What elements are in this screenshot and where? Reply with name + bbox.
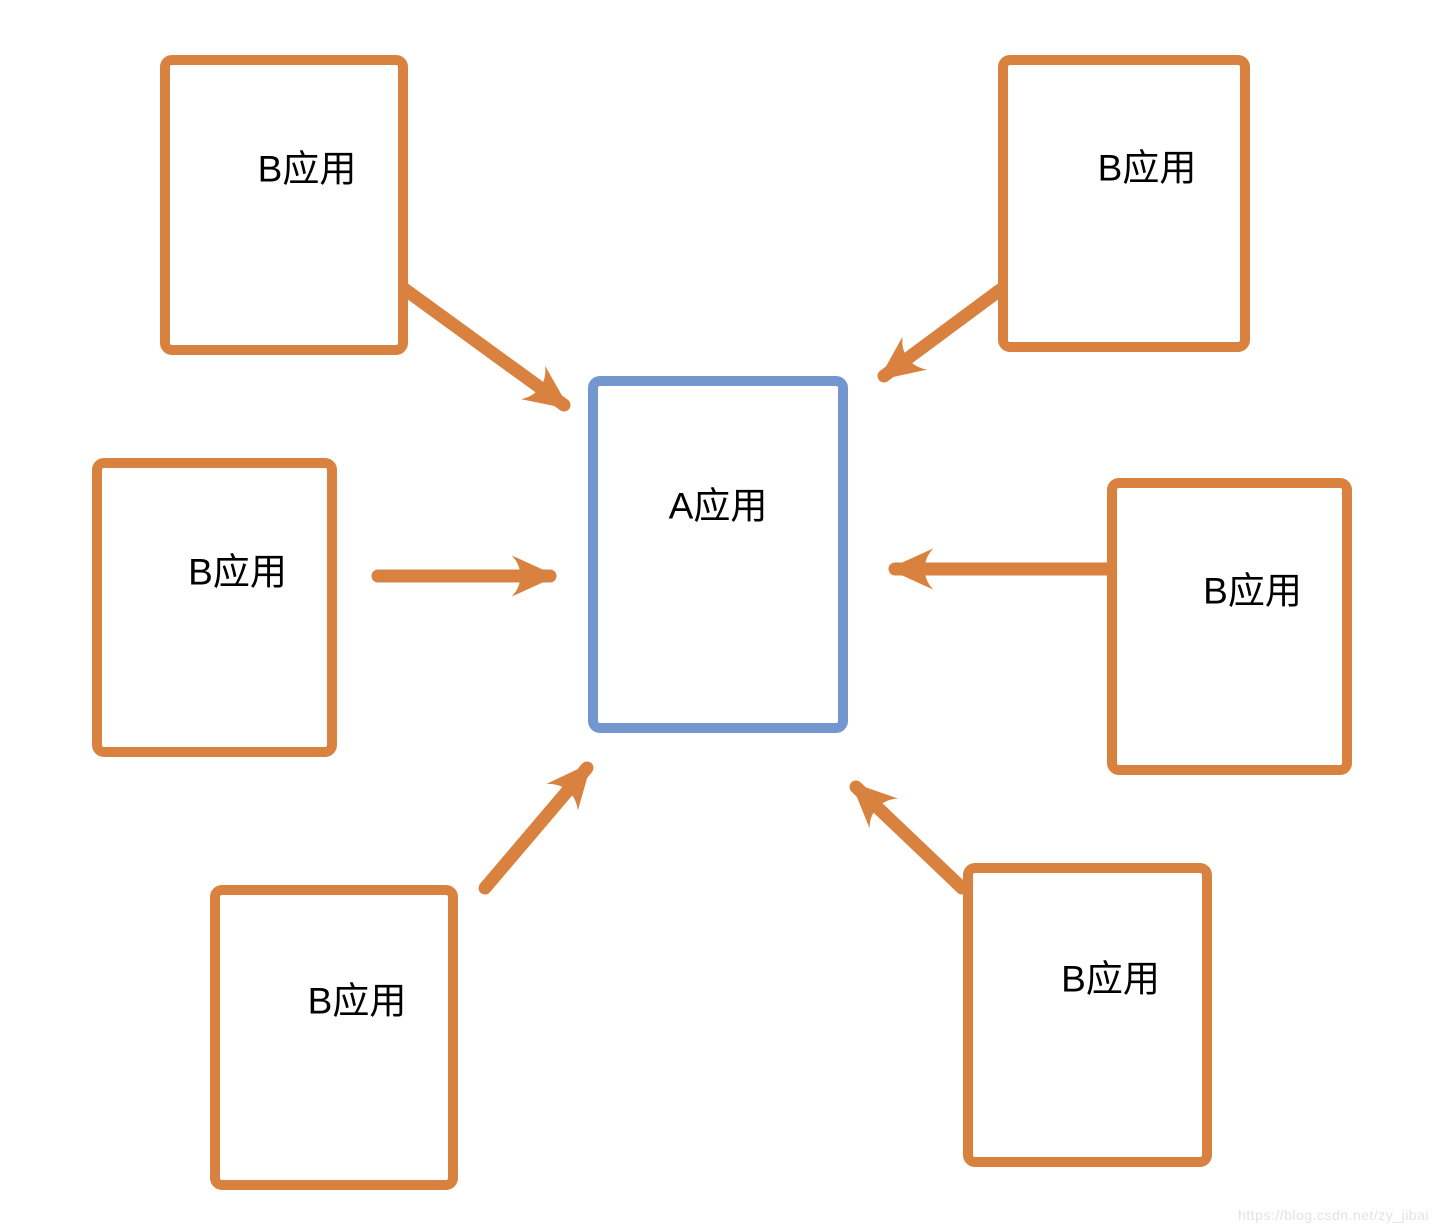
arrow-bottom-left-to-center (478, 761, 594, 895)
node-b-top-right: B应用 (998, 55, 1250, 352)
node-a-center-label: A应用 (668, 485, 768, 527)
arrow-top-right-to-center (877, 283, 1007, 383)
node-b-bottom-left: B应用 (210, 885, 458, 1190)
node-b-bottom-left-label: B应用 (307, 980, 407, 1022)
node-b-mid-left: B应用 (92, 458, 337, 757)
arrow-top-left-to-center (396, 281, 571, 412)
node-b-mid-right: B应用 (1107, 478, 1352, 775)
watermark: https://blog.csdn.net/zy_jibai (1238, 1207, 1429, 1223)
arrow-bottom-right-to-center (849, 780, 969, 895)
node-b-bottom-right: B应用 (963, 863, 1212, 1167)
node-b-mid-right-label: B应用 (1203, 570, 1302, 612)
node-b-top-left: B应用 (160, 55, 408, 355)
node-b-top-right-label: B应用 (1097, 147, 1197, 189)
node-b-mid-left-label: B应用 (188, 551, 287, 593)
node-b-bottom-right-label: B应用 (1061, 958, 1160, 1000)
node-a-center: A应用 (588, 376, 848, 733)
node-b-top-left-label: B应用 (257, 148, 357, 190)
